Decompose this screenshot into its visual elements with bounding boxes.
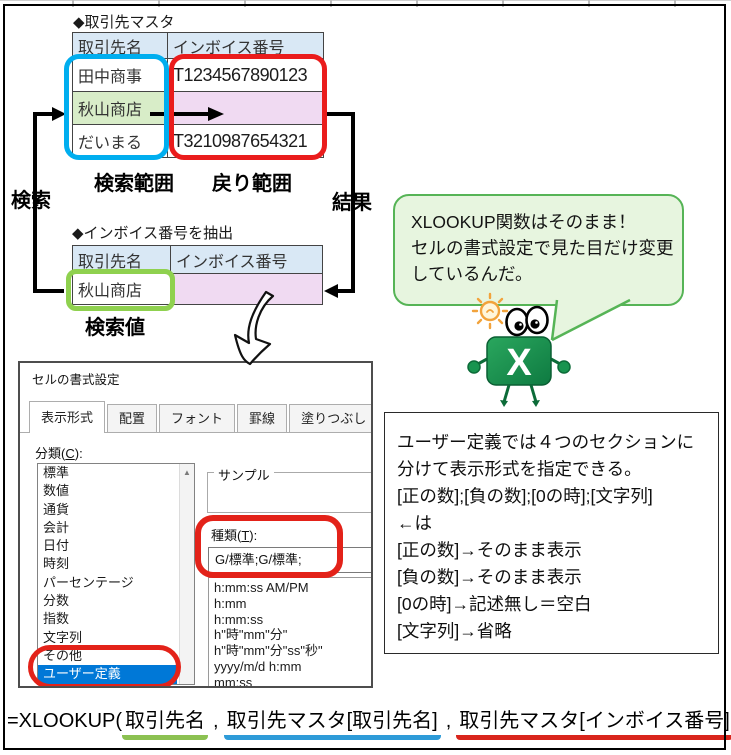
category-item[interactable]: 標準 (43, 465, 70, 480)
lightbulb-icon (471, 292, 509, 330)
extract-table-title: ◆インボイス番号を抽出 (72, 225, 234, 242)
bubble-line: セルの書式設定で見た目だけ変更 (411, 238, 674, 258)
category-item[interactable]: 指数 (43, 611, 70, 627)
note-line: [文字列]→省略 (397, 621, 512, 641)
category-item[interactable]: パーセンテージ (43, 574, 134, 590)
category-item[interactable]: 通貨 (43, 501, 70, 517)
format-item[interactable]: h"時"mm"分"ss"秒" (214, 643, 323, 659)
grid-tick (244, 0, 246, 7)
format-item[interactable]: h:mm (214, 595, 247, 611)
return-range-label: 戻り範囲 (212, 173, 292, 195)
grid-tick (588, 0, 590, 7)
grid-tick (416, 0, 418, 7)
user-defined-note: ユーザー定義では４つのセクションに 分けて表示形式を指定できる。 [正の数];[… (384, 412, 719, 654)
format-item[interactable]: h"時"mm"分" (214, 627, 288, 643)
bubble-line: XLOOKUP関数はそのまま！ (411, 212, 636, 232)
grid-tick (158, 0, 160, 7)
dialog-tab-bar: 表示形式 配置 フォント 罫線 塗りつぶし (29, 401, 371, 433)
scroll-up-icon[interactable]: ▲ (183, 468, 191, 477)
table-cell: T3210987654321 (168, 125, 324, 158)
search-range-label: 検索範囲 (94, 173, 174, 195)
note-line: 分けて表示形式を指定できる。 (397, 459, 642, 479)
pink-result-cell (171, 274, 323, 305)
pink-result-cell (168, 92, 324, 125)
category-item[interactable]: 会計 (43, 519, 70, 535)
tab-border[interactable]: 罫線 (237, 404, 288, 432)
formula-comma: , (445, 710, 452, 732)
format-item[interactable]: h:mm:ss (214, 611, 264, 627)
master-table-title: ◆取引先マスタ (73, 14, 175, 31)
table-cell: だいまる (73, 125, 168, 158)
red-oval-annotation (28, 645, 181, 686)
tab-fill[interactable]: 塗りつぶし (289, 404, 371, 432)
mascot-letter: X (506, 342, 532, 384)
bubble-line: しているんだ。 (411, 264, 533, 284)
search-label: 検索 (11, 190, 51, 212)
tab-display-format[interactable]: 表示形式 (29, 401, 106, 433)
lookup-key-cell: 秋山商店 (73, 92, 168, 125)
master-header-name: 取引先名 (73, 33, 168, 59)
sample-groupbox (207, 472, 371, 513)
formula-arg-lookup-value: 取引先名 (122, 709, 209, 740)
format-item[interactable]: mm:ss (214, 674, 253, 688)
format-item[interactable]: yyyy/m/d h:mm (214, 658, 302, 674)
extract-table: 取引先名 インボイス番号 秋山商店 (72, 245, 323, 305)
category-item[interactable]: 文字列 (43, 629, 83, 645)
tab-alignment[interactable]: 配置 (107, 404, 158, 432)
note-line: ←は (397, 513, 432, 533)
grid-tick (674, 0, 676, 7)
table-cell: T1234567890123 (168, 59, 324, 92)
listbox-scrollbar[interactable]: ▲ (179, 464, 194, 684)
formula-comma: , (213, 710, 219, 732)
tab-font[interactable]: フォント (159, 404, 236, 432)
extract-header-name: 取引先名 (73, 246, 171, 274)
excel-mascot: X (463, 285, 575, 415)
table-cell: 田中商事 (73, 59, 168, 92)
grid-tick (72, 0, 74, 7)
extract-header-invoice: インボイス番号 (171, 246, 323, 274)
grid-tick (330, 0, 332, 7)
note-line: [正の数];[負の数];[0の時];[文字列] (397, 486, 653, 506)
type-input[interactable]: G/標準;G/標準; (208, 547, 371, 573)
category-item[interactable]: 数値 (43, 483, 70, 499)
dialog-title: セルの書式設定 (32, 373, 120, 387)
note-line: [正の数]→そのまま表示 (397, 540, 582, 560)
category-label: 分類(C): (35, 446, 83, 461)
format-item[interactable]: h:mm:ss AM/PM (214, 580, 309, 595)
search-value-label: 検索値 (85, 317, 145, 339)
sample-label: サンプル (214, 465, 274, 484)
result-label: 結果 (332, 192, 372, 214)
top-gridline (0, 0, 731, 1)
tab-divider (20, 432, 371, 433)
speech-bubble: XLOOKUP関数はそのまま！ セルの書式設定で見た目だけ変更 しているんだ。 (393, 194, 684, 306)
formula-prefix: =XLOOKUP( (7, 710, 123, 732)
grid-tick (502, 0, 504, 7)
formula-arg-lookup-array: 取引先マスタ[取引先名] (223, 709, 441, 740)
format-cells-dialog: セルの書式設定 表示形式 配置 フォント 罫線 塗りつぶし 分類(C): 標準 … (18, 361, 373, 688)
category-item[interactable]: その他 (43, 647, 83, 663)
format-list[interactable]: h:mm:ss AM/PM h:mm h:mm:ss h"時"mm"分" h"時… (208, 577, 371, 688)
note-line: [負の数]→そのまま表示 (397, 567, 582, 587)
category-item-selected[interactable]: ユーザー定義 (38, 665, 177, 684)
type-label: 種類(T): (211, 528, 258, 543)
note-line: [0の時]→記述無し＝空白 (397, 594, 592, 614)
master-table: 取引先名 インボイス番号 田中商事 T1234567890123 秋山商店 だい… (72, 32, 324, 158)
green-lookup-cell: 秋山商店 (73, 274, 171, 305)
category-item[interactable]: 日付 (43, 538, 70, 554)
note-line: ユーザー定義では４つのセクションに (397, 432, 695, 452)
master-header-invoice: インボイス番号 (168, 33, 324, 59)
xlookup-formula: =XLOOKUP(取引先名,取引先マスタ[取引先名],取引先マスタ[インボイス番… (7, 704, 731, 740)
red-box-annotation (195, 515, 343, 578)
category-item[interactable]: 時刻 (43, 556, 70, 572)
formula-arg-return-array: 取引先マスタ[インボイス番号] (456, 709, 731, 740)
category-item[interactable]: 分数 (43, 593, 70, 609)
